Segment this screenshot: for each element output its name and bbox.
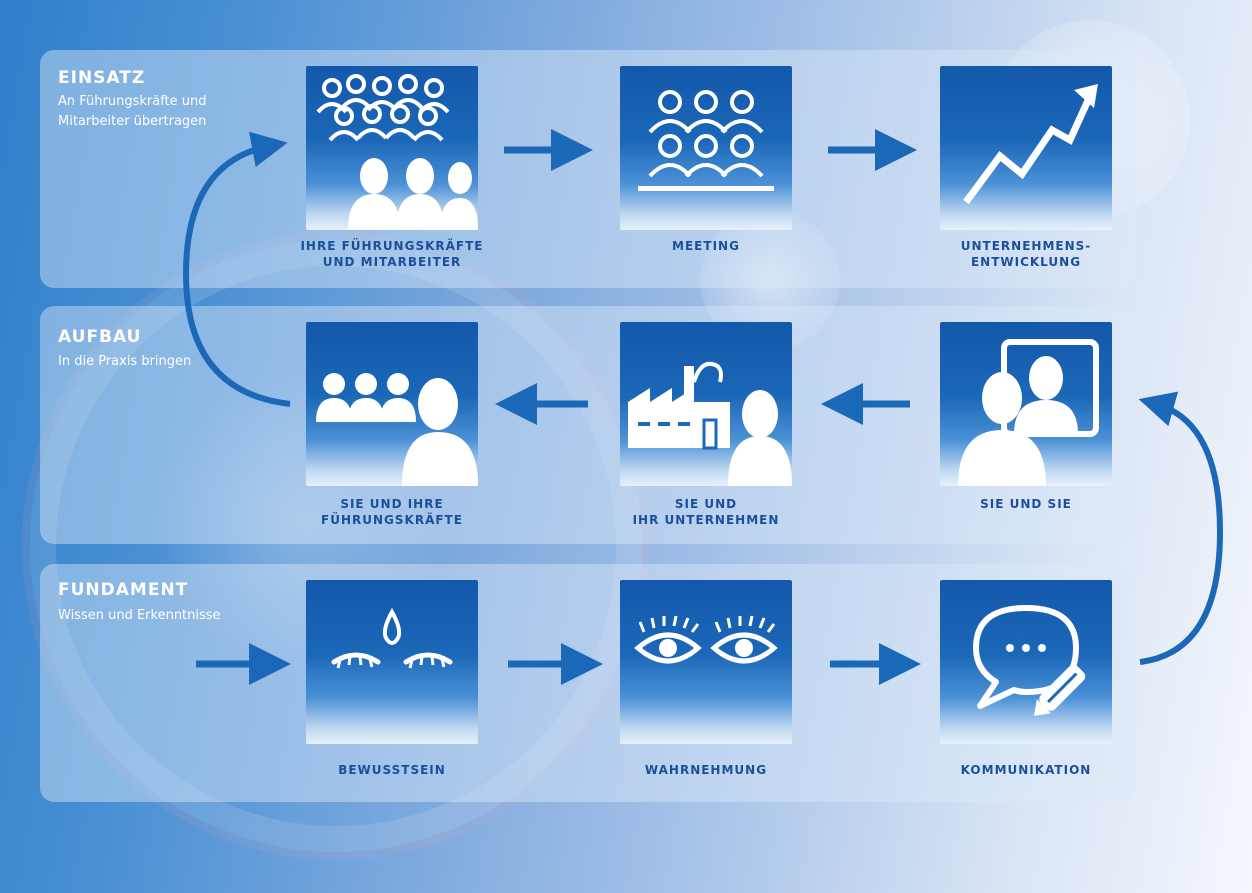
band-title-einsatz: EINSATZ xyxy=(58,68,146,88)
band-subtitle-fundament: Wissen und Erkenntnisse xyxy=(58,608,221,623)
arrow-kommunikation-to-sie-und-sie xyxy=(1138,391,1224,665)
tile-wahrnehmung xyxy=(620,580,792,744)
arrow-aufbau-to-einsatz xyxy=(182,131,291,407)
tile-sie-und-sie xyxy=(940,322,1112,486)
tile-label-fuehrungskraefte-mitarbeiter: IHRE FÜHRUNGSKRÄFTE UND MITARBEITER xyxy=(300,239,484,269)
band-subtitle-einsatz: An Führungskräfte und Mitarbeiter übertr… xyxy=(58,94,207,129)
open-eyes-icon xyxy=(634,615,778,664)
factory-person-icon xyxy=(628,361,792,486)
crowd-people-icon xyxy=(316,74,478,230)
tile-label-meeting: MEETING xyxy=(672,239,740,253)
band-subtitle-aufbau: In die Praxis bringen xyxy=(58,354,192,369)
tile-label-sie-und-sie: SIE UND SIE xyxy=(980,497,1072,511)
speech-bubble-pen-icon xyxy=(973,605,1086,717)
tile-fuehrungskraefte-mitarbeiter xyxy=(306,66,478,230)
leader-with-team-icon xyxy=(316,373,478,486)
meeting-group-icon xyxy=(638,90,774,191)
band-title-fundament: FUNDAMENT xyxy=(58,580,189,600)
tile-sie-und-ihr-unternehmen xyxy=(620,322,792,486)
tile-kommunikation xyxy=(940,580,1112,744)
tile-unternehmensentwicklung xyxy=(940,66,1112,230)
band-title-aufbau: AUFBAU xyxy=(58,327,142,347)
tile-meeting xyxy=(620,66,792,230)
tile-label-unternehmensentwicklung: UNTERNEHMENS- ENTWICKLUNG xyxy=(960,239,1092,269)
tile-label-sie-und-ihr-unternehmen: SIE UND IHR UNTERNEHMEN xyxy=(632,497,780,527)
closed-eyes-drop-icon xyxy=(331,607,453,669)
tile-sie-und-ihre-fuehrungskraefte xyxy=(306,322,478,486)
person-mirror-icon xyxy=(958,339,1099,486)
tile-label-sie-und-ihre-fuehrungskraefte: SIE UND IHRE FÜHRUNGSKRÄFTE xyxy=(321,497,463,527)
tile-label-wahrnehmung: WAHRNEHMUNG xyxy=(644,763,768,777)
growth-chart-arrow-icon xyxy=(963,84,1098,205)
tile-bewusstsein xyxy=(306,580,478,744)
tile-label-bewusstsein: BEWUSSTSEIN xyxy=(338,763,446,777)
tile-label-kommunikation: KOMMUNIKATION xyxy=(960,763,1092,777)
